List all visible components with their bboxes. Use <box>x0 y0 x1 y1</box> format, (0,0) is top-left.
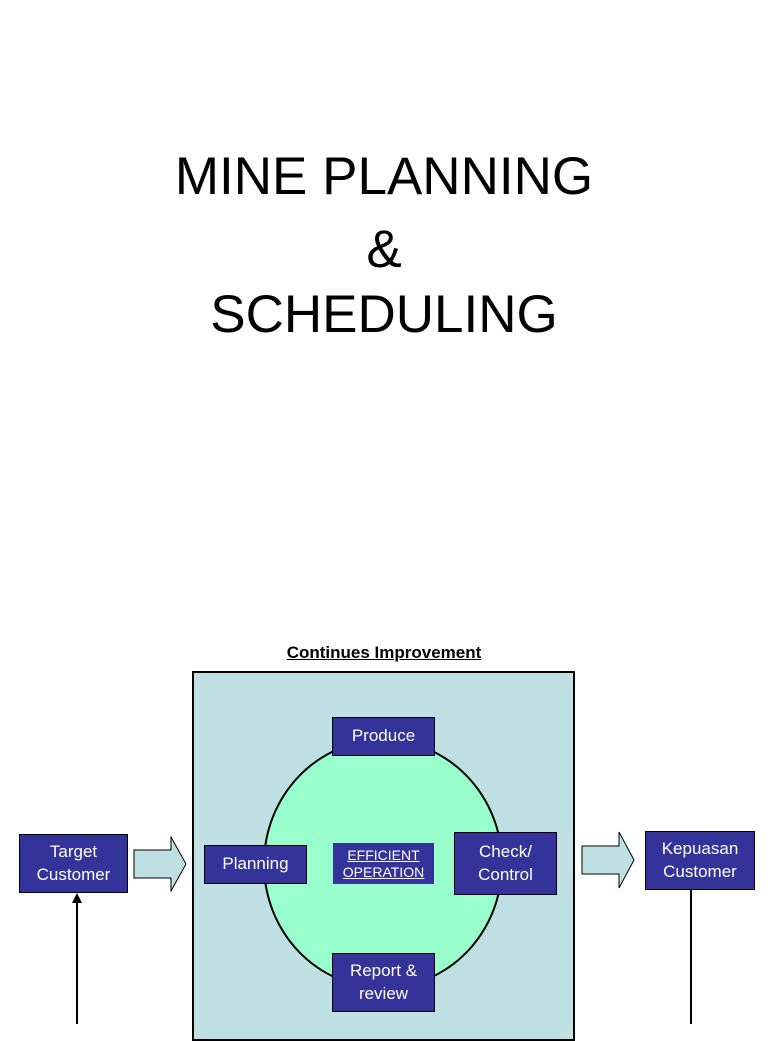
title-line-2: & <box>366 220 402 279</box>
feedback-line-left <box>76 900 78 1024</box>
report-review-box: Report & review <box>332 953 435 1012</box>
title-line-3: SCHEDULING <box>210 285 558 344</box>
feedback-line-right <box>690 890 692 1024</box>
target-customer-box: Target Customer <box>19 834 128 893</box>
planning-box: Planning <box>204 845 307 884</box>
title-line-1: MINE PLANNING <box>174 147 594 206</box>
right-block-arrow <box>581 831 635 889</box>
check-control-box: Check/ Control <box>454 832 557 895</box>
produce-box: Produce <box>332 717 435 756</box>
diagram-heading: Continues Improvement <box>286 643 482 662</box>
efficient-operation-label: EFFICIENT OPERATION <box>333 843 434 884</box>
kepuasan-customer-box: Kepuasan Customer <box>645 831 755 890</box>
feedback-arrowhead-icon <box>72 893 82 903</box>
left-block-arrow <box>133 836 187 892</box>
